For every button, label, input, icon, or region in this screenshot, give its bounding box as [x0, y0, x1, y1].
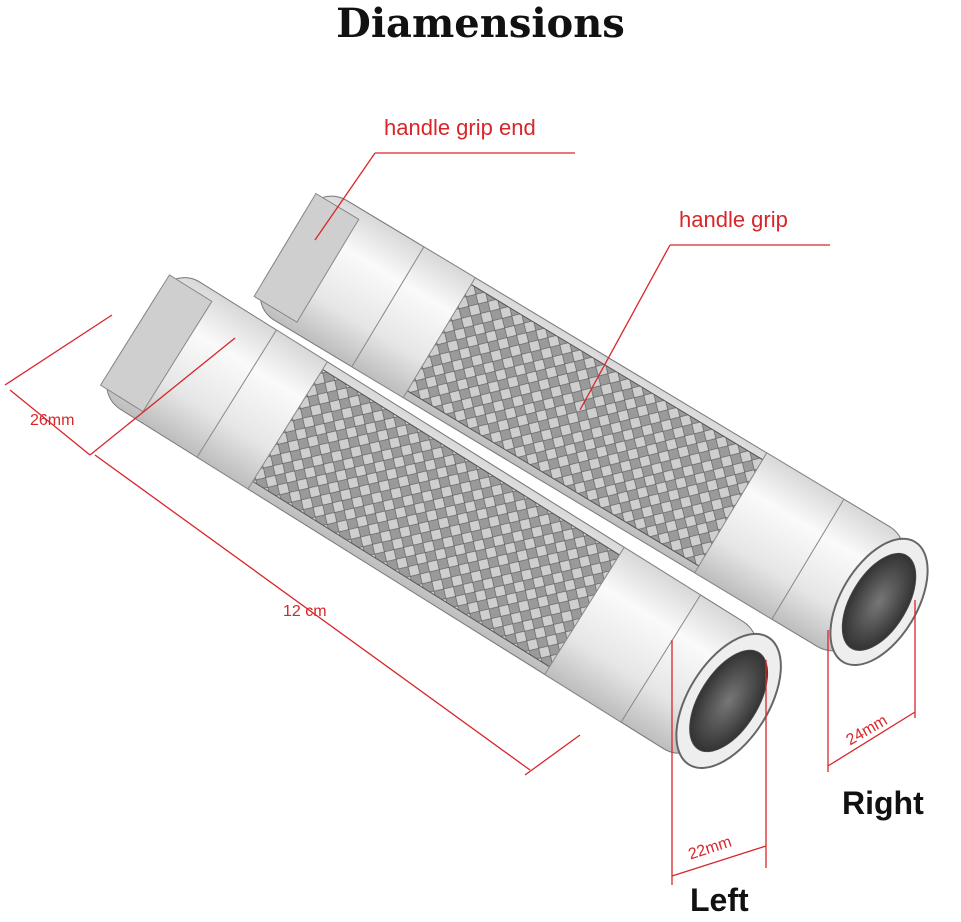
- handle-grip-label: handle grip: [679, 207, 788, 232]
- left-side-label: Left: [690, 882, 749, 918]
- right-grip: [253, 192, 929, 667]
- outer-diameter-label: 26mm: [30, 412, 75, 429]
- handle-grip-end-label: handle grip end: [384, 115, 536, 140]
- left-grip: [99, 274, 782, 769]
- page-title: Diamensions: [336, 0, 625, 47]
- length-label: 12 cm: [283, 603, 327, 620]
- dimension-lines: [4, 152, 916, 885]
- right-side-label: Right: [842, 785, 924, 821]
